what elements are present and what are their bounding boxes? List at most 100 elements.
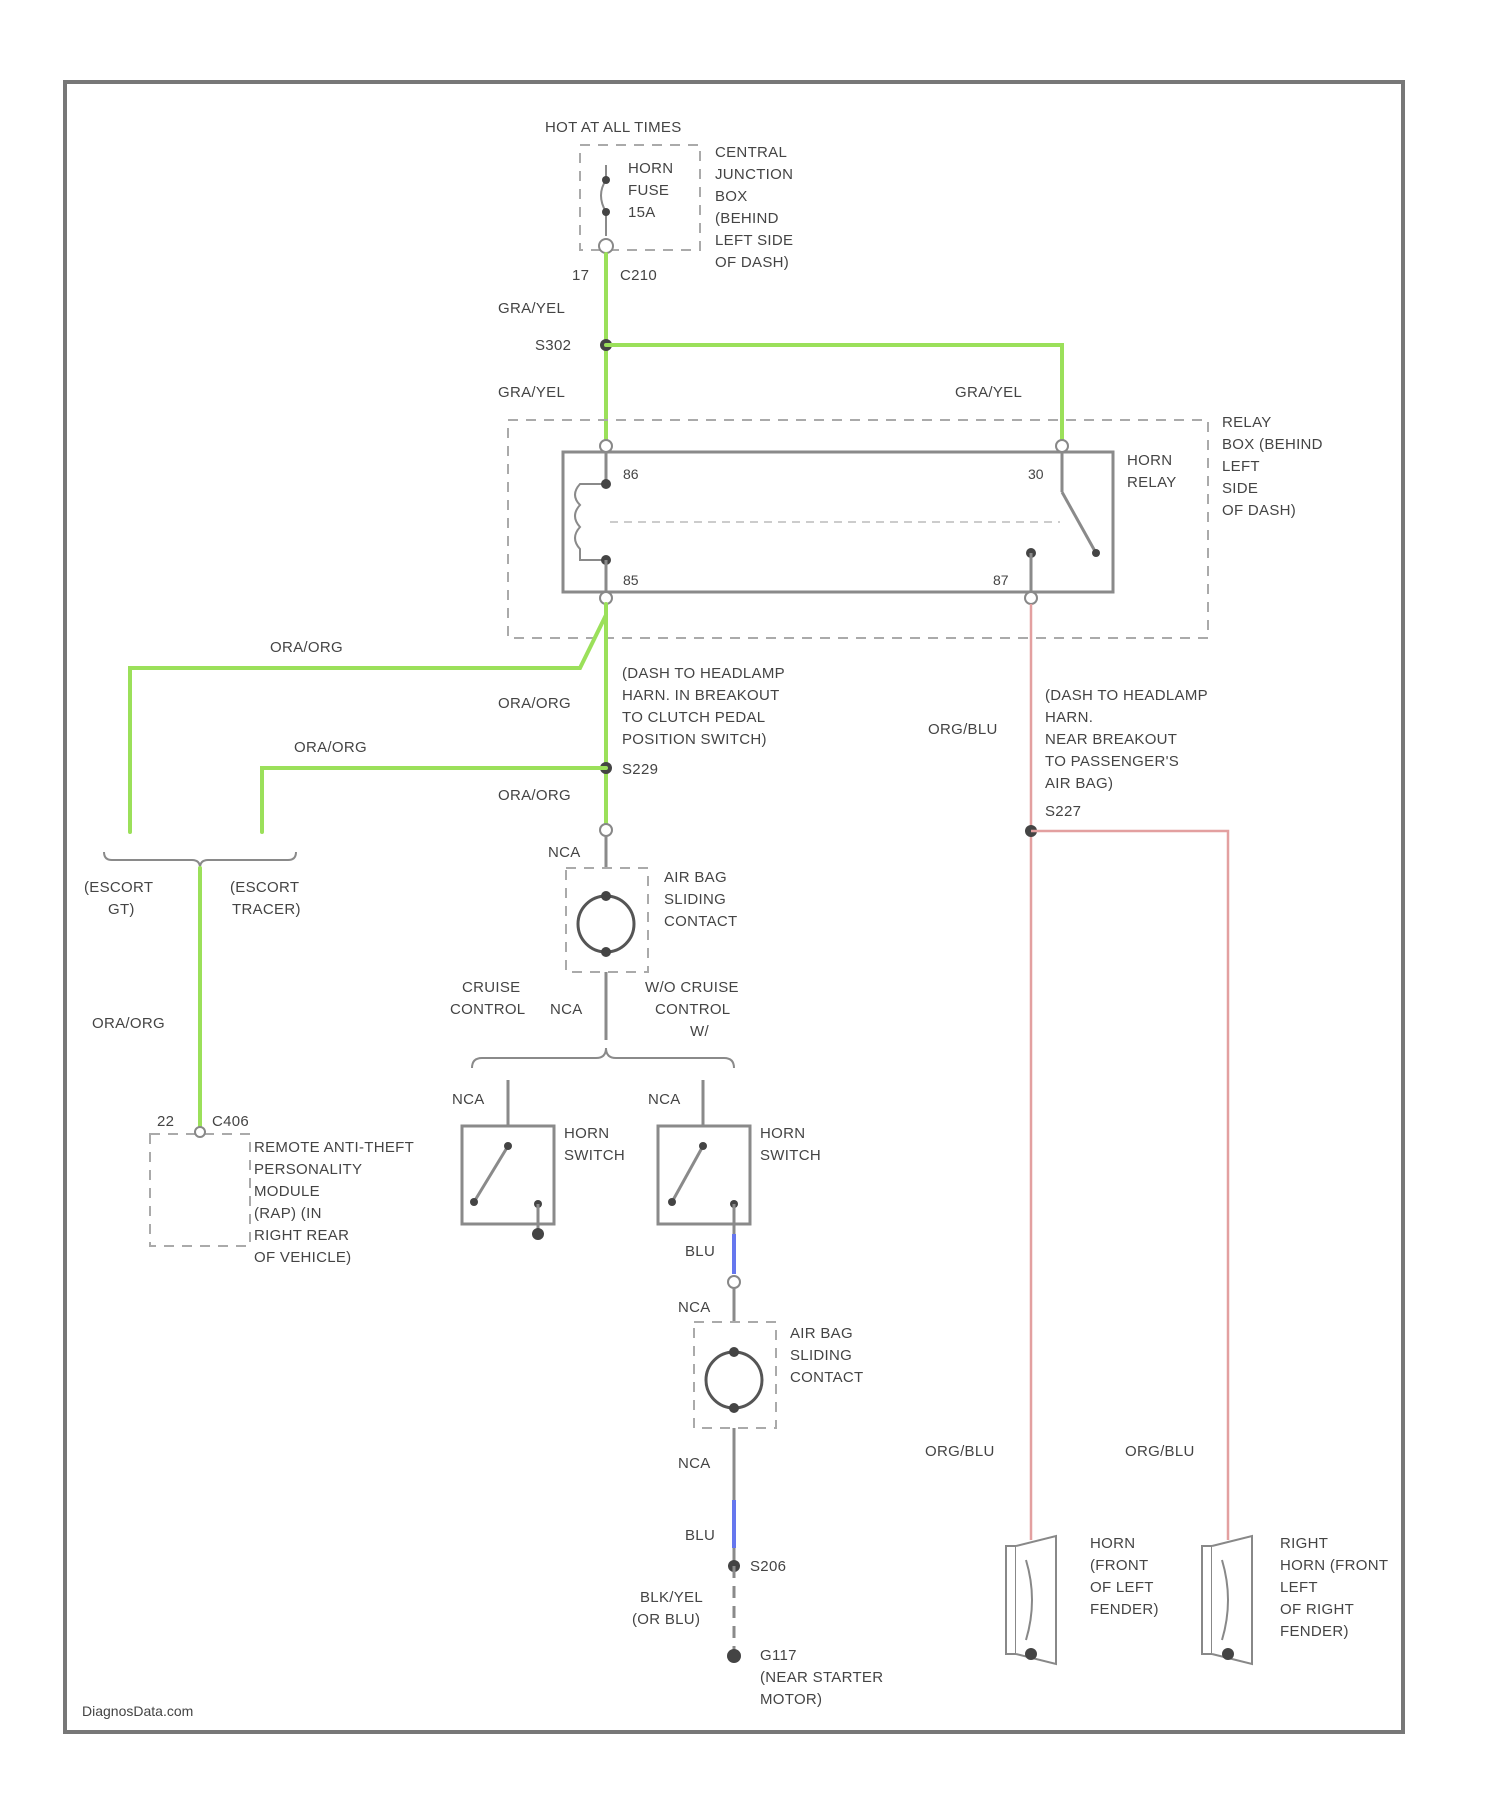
relay-pin-87: 87 — [993, 572, 1009, 588]
relay-pin-30: 30 — [1028, 466, 1044, 482]
svg-text:HORN: HORN — [1127, 452, 1172, 469]
svg-text:MODULE: MODULE — [254, 1183, 320, 1200]
wire-label: ORA/ORG — [92, 1015, 165, 1032]
wire-label: ORG/BLU — [1125, 1443, 1195, 1460]
variant-cruise: CRUISE CONTROL — [450, 979, 525, 1018]
nca-label: NCA — [678, 1455, 711, 1472]
dash-harness-note-right: (DASH TO HEADLAMP HARN. NEAR BREAKOUT TO… — [1045, 687, 1208, 792]
splice-label: S206 — [750, 1558, 786, 1575]
watermark: DiagnosData.com — [82, 1703, 193, 1719]
air-bag-contact-1-label: AIR BAG SLIDING CONTACT — [664, 869, 737, 930]
svg-text:JUNCTION: JUNCTION — [715, 166, 793, 183]
connector-id: C210 — [620, 267, 657, 284]
svg-text:RELAY: RELAY — [1127, 474, 1177, 491]
svg-text:TO PASSENGER'S: TO PASSENGER'S — [1045, 753, 1179, 770]
air-bag-contact-2-label: AIR BAG SLIDING CONTACT — [790, 1325, 863, 1386]
svg-text:PERSONALITY: PERSONALITY — [254, 1161, 362, 1178]
svg-text:(FRONT: (FRONT — [1090, 1557, 1148, 1574]
svg-text:GT): GT) — [108, 901, 135, 918]
rap-module-label: REMOTE ANTI-THEFT PERSONALITY MODULE (RA… — [254, 1139, 414, 1266]
horn-switch-1-label: HORN SWITCH — [564, 1125, 625, 1164]
svg-text:LEFT: LEFT — [1280, 1579, 1318, 1596]
svg-text:RIGHT: RIGHT — [1280, 1535, 1328, 1552]
svg-text:REMOTE ANTI-THEFT: REMOTE ANTI-THEFT — [254, 1139, 414, 1156]
variant-escort-tracer: (ESCORT TRACER) — [230, 879, 301, 918]
svg-text:BLK/YEL: BLK/YEL — [640, 1589, 703, 1606]
svg-text:AIR BAG: AIR BAG — [664, 869, 727, 886]
air-bag-sliding-contact-1 — [578, 896, 634, 952]
wire-label: ORA/ORG — [270, 639, 343, 656]
wire-label: BLU — [685, 1527, 715, 1544]
svg-text:CENTRAL: CENTRAL — [715, 144, 787, 161]
svg-text:AIR BAG: AIR BAG — [790, 1325, 853, 1342]
svg-text:POSITION SWITCH): POSITION SWITCH) — [622, 731, 767, 748]
connector-c210 — [599, 239, 613, 253]
horn-left-label: HORN (FRONT OF LEFT FENDER) — [1090, 1535, 1159, 1618]
svg-text:CONTACT: CONTACT — [664, 913, 737, 930]
svg-text:(DASH TO HEADLAMP: (DASH TO HEADLAMP — [622, 665, 785, 682]
relay-contact — [1062, 492, 1096, 553]
svg-text:HARN.: HARN. — [1045, 709, 1093, 726]
svg-text:AIR BAG): AIR BAG) — [1045, 775, 1113, 792]
rap-connector: C406 — [212, 1113, 249, 1130]
cruise-bracket — [472, 1048, 734, 1068]
svg-text:SIDE: SIDE — [1222, 480, 1258, 497]
connector-pin: 17 — [572, 267, 589, 284]
dash-harness-note-left: (DASH TO HEADLAMP HARN. IN BREAKOUT TO C… — [622, 665, 785, 748]
wire-label: BLU — [685, 1243, 715, 1260]
svg-text:BOX: BOX — [715, 188, 748, 205]
wire-org-blu-right-horn — [1031, 831, 1228, 1540]
wire-label: ORA/ORG — [498, 695, 571, 712]
svg-text:SWITCH: SWITCH — [564, 1147, 625, 1164]
svg-text:HORN: HORN — [1090, 1535, 1135, 1552]
splice-label: S227 — [1045, 803, 1081, 820]
svg-text:TO CLUTCH PEDAL: TO CLUTCH PEDAL — [622, 709, 765, 726]
horn-switch-1 — [462, 1126, 554, 1224]
svg-text:CONTACT: CONTACT — [790, 1369, 863, 1386]
horn-switch-1-ground — [532, 1228, 544, 1240]
rap-module-outline — [150, 1134, 250, 1246]
splice-label: S302 — [535, 337, 571, 354]
air-bag-sliding-contact-2 — [706, 1352, 762, 1408]
svg-text:LEFT SIDE: LEFT SIDE — [715, 232, 793, 249]
svg-text:OF RIGHT: OF RIGHT — [1280, 1601, 1354, 1618]
svg-text:(OR BLU): (OR BLU) — [632, 1611, 700, 1628]
nca-label: NCA — [452, 1091, 485, 1108]
svg-text:HORN: HORN — [564, 1125, 609, 1142]
variant-bracket — [104, 852, 296, 868]
horn-relay-label: HORN RELAY — [1127, 452, 1177, 491]
wire-label: ORA/ORG — [498, 787, 571, 804]
wire-label-blk-yel: BLK/YEL (OR BLU) — [632, 1589, 703, 1628]
wire-label: GRA/YEL — [498, 384, 565, 401]
svg-text:OF VEHICLE): OF VEHICLE) — [254, 1249, 351, 1266]
svg-text:W/O CRUISE: W/O CRUISE — [645, 979, 739, 996]
svg-text:G117: G117 — [760, 1647, 797, 1664]
svg-text:FENDER): FENDER) — [1090, 1601, 1159, 1618]
svg-text:HORN (FRONT: HORN (FRONT — [1280, 1557, 1388, 1574]
svg-text:(DASH TO HEADLAMP: (DASH TO HEADLAMP — [1045, 687, 1208, 704]
svg-text:CONTROL: CONTROL — [655, 1001, 730, 1018]
variant-escort-gt: (ESCORT GT) — [84, 879, 153, 918]
relay-box-label: RELAY BOX (BEHIND LEFT SIDE OF DASH) — [1222, 414, 1323, 519]
svg-text:MOTOR): MOTOR) — [760, 1691, 822, 1708]
svg-text:(RAP) (IN: (RAP) (IN — [254, 1205, 322, 1222]
ground-g117 — [727, 1649, 741, 1663]
svg-text:HORN: HORN — [628, 160, 673, 177]
horn-switch-2-label: HORN SWITCH — [760, 1125, 821, 1164]
wire-label: ORG/BLU — [925, 1443, 995, 1460]
svg-text:(NEAR STARTER: (NEAR STARTER — [760, 1669, 883, 1686]
fuse-symbol — [601, 165, 606, 236]
splice-label: S229 — [622, 761, 658, 778]
svg-text:LEFT: LEFT — [1222, 458, 1260, 475]
wire-label: GRA/YEL — [955, 384, 1022, 401]
variant-no-cruise: W/O CRUISE CONTROL W/ — [645, 979, 739, 1040]
svg-text:(BEHIND: (BEHIND — [715, 210, 779, 227]
relay-coil — [575, 484, 606, 560]
ground-label: G117 (NEAR STARTER MOTOR) — [760, 1647, 883, 1708]
svg-text:15A: 15A — [628, 204, 656, 221]
svg-text:HARN. IN BREAKOUT: HARN. IN BREAKOUT — [622, 687, 780, 704]
horn-switch-2 — [658, 1126, 750, 1224]
nca-label: NCA — [678, 1299, 711, 1316]
